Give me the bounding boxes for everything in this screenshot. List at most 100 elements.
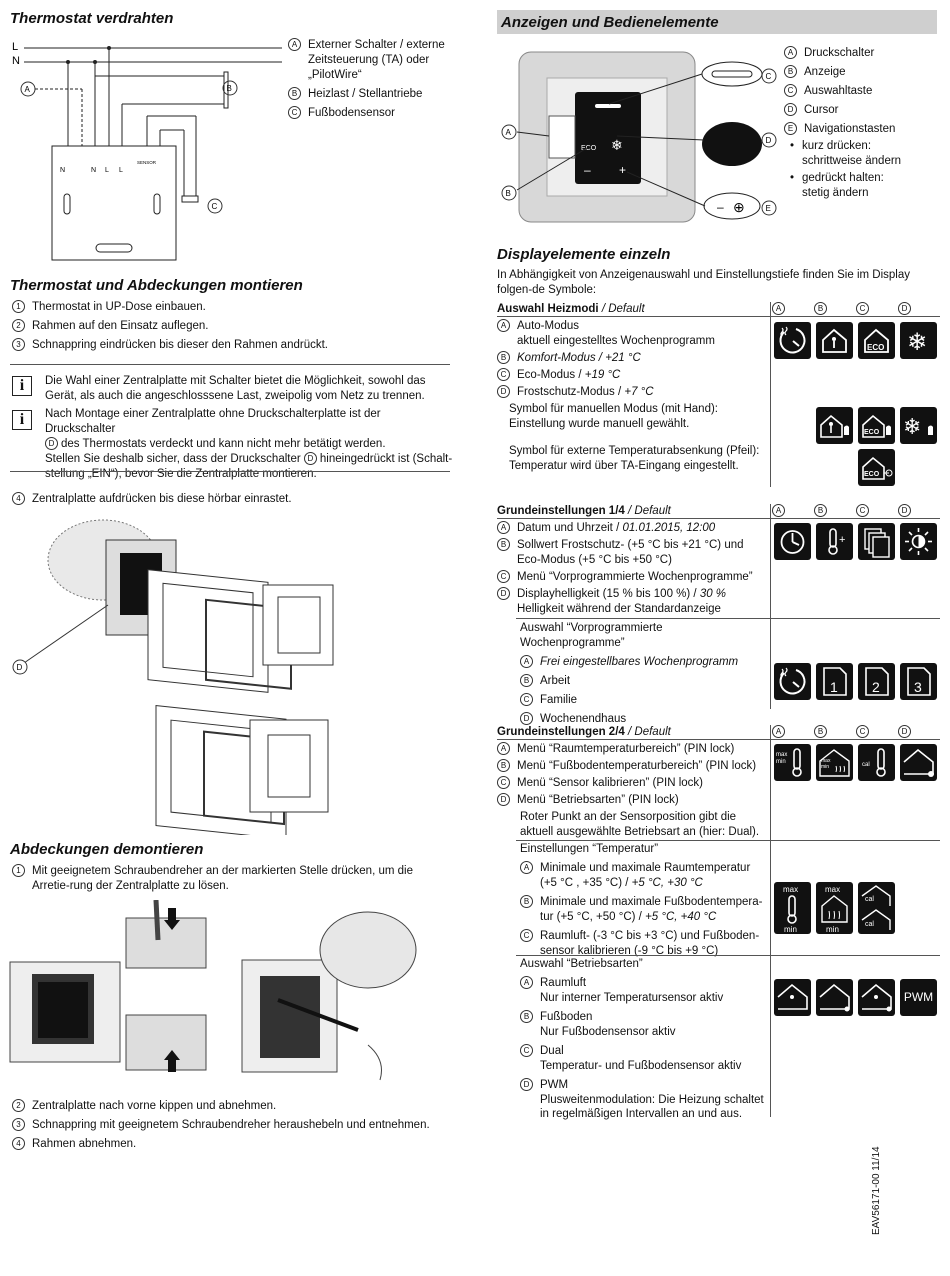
mount-title: Thermostat und Abdeckungen montieren [10, 277, 303, 294]
program-2-icon: 2 [858, 663, 895, 700]
svg-text:min: min [826, 925, 839, 934]
svg-text:ECO: ECO [867, 343, 884, 352]
terminal-n1: N [60, 167, 65, 174]
doc-number: EAV56171-00 11/14 [871, 1146, 882, 1235]
grund2-head: Grundeinstellungen 2/4 / Default [497, 726, 671, 738]
room-temp-minmax-icon: max min [774, 882, 811, 934]
svg-text:E: E [766, 204, 771, 213]
svg-text:B: B [506, 189, 511, 198]
mounting-illustration: D [12, 519, 334, 835]
svg-text:min: min [821, 764, 829, 770]
svg-text:min: min [776, 759, 786, 765]
clock-icon [774, 523, 811, 560]
line-n-label: N [12, 55, 20, 67]
frost-mode-icon: ❄ [900, 322, 937, 359]
svg-text:+: + [839, 534, 845, 546]
svg-text:max: max [783, 885, 798, 894]
svg-text:min: min [784, 925, 797, 934]
grund1-head: Grundeinstellungen 1/4 / Default [497, 505, 671, 517]
programs-icon [858, 523, 895, 560]
svg-text:cal: cal [865, 896, 874, 903]
svg-text:+: + [619, 163, 626, 177]
svg-text:B: B [227, 84, 232, 93]
display-intro: In Abhängigkeit von Anzeigenauswahl und … [497, 269, 910, 296]
sensor-calibrate-icon: cal cal [858, 882, 895, 934]
svg-text:max: max [821, 758, 831, 764]
comfort-mode-icon [816, 322, 853, 359]
device-front-diagram: ECO – + ❄ A B C D – ⊕ E [501, 51, 777, 223]
svg-text:C: C [766, 72, 772, 81]
mode-room-air-icon [774, 979, 811, 1016]
operating-mode-icon [900, 744, 937, 781]
thermometer-plus-icon: + [816, 523, 853, 560]
svg-text:⊕: ⊕ [733, 199, 745, 215]
info-icon-1: i [12, 376, 32, 396]
svg-text:❄: ❄ [903, 415, 921, 440]
mode-floor-icon [816, 979, 853, 1016]
svg-text:cal: cal [865, 921, 874, 928]
terminal-l2: L [119, 167, 123, 174]
frost-manual-icon: ❄ [900, 407, 937, 444]
svg-text:ECO: ECO [581, 145, 597, 152]
demount-title: Abdeckungen demontieren [10, 841, 204, 858]
program-3-icon: 3 [900, 663, 937, 700]
svg-text:cal: cal [862, 762, 870, 768]
info-text-1: Die Wahl einer Zentralplatte mit Schalte… [45, 375, 426, 402]
terminal-l1: L [105, 167, 109, 174]
program-1-icon: 1 [816, 663, 853, 700]
svg-text:3: 3 [914, 679, 922, 695]
controls-title: Anzeigen und Bedienelemente [501, 14, 719, 31]
display-title: Displayelemente einzeln [497, 246, 671, 263]
comfort-manual-icon [816, 407, 853, 444]
free-program-icon [774, 663, 811, 700]
svg-text:1: 1 [830, 679, 838, 695]
demount-illustration [9, 900, 417, 1081]
info-icon-2: i [12, 410, 32, 430]
svg-text:A: A [25, 85, 31, 94]
svg-text:❄: ❄ [611, 138, 623, 154]
svg-text:–: – [717, 200, 724, 214]
info-text-2: Nach Montage einer Zentralplatte ohne Dr… [45, 408, 453, 480]
svg-text:–: – [584, 163, 591, 177]
wiring-title: Thermostat verdrahten [10, 10, 174, 27]
mode-dual-icon [858, 979, 895, 1016]
terminal-n2: N [91, 167, 96, 174]
grund1-sub-list: Auswahl “Vorprogrammierte Wochenprogramm… [520, 622, 739, 725]
svg-text:C: C [212, 202, 218, 211]
svg-text:A: A [506, 128, 512, 137]
eco-mode-icon: ECO [858, 322, 895, 359]
calibrate-icon: cal [858, 744, 895, 781]
eco-manual-icon: ECO [858, 407, 895, 444]
auto-mode-icon [774, 322, 811, 359]
mode-pwm-icon: PWM [900, 979, 937, 1016]
svg-text:max: max [776, 752, 787, 758]
line-l-label: L [12, 41, 18, 53]
controls-title-bar [497, 10, 937, 34]
svg-text:❄: ❄ [907, 328, 927, 356]
wiring-diagram: L N A B C N N L L SENSOR [12, 41, 282, 261]
heizmodi-head: Auswahl Heizmodi / Default [497, 303, 645, 315]
sensor-terminal-label: SENSOR [137, 160, 157, 165]
svg-text:ECO: ECO [864, 429, 880, 436]
svg-text:D: D [17, 663, 23, 672]
svg-text:2: 2 [872, 679, 880, 695]
svg-text:D: D [766, 136, 772, 145]
brightness-icon [900, 523, 937, 560]
svg-text:max: max [825, 885, 840, 894]
svg-text:ECO: ECO [864, 471, 880, 478]
eco-external-icon: ECO [858, 449, 895, 486]
floor-temp-minmax-icon: max min [816, 882, 853, 934]
